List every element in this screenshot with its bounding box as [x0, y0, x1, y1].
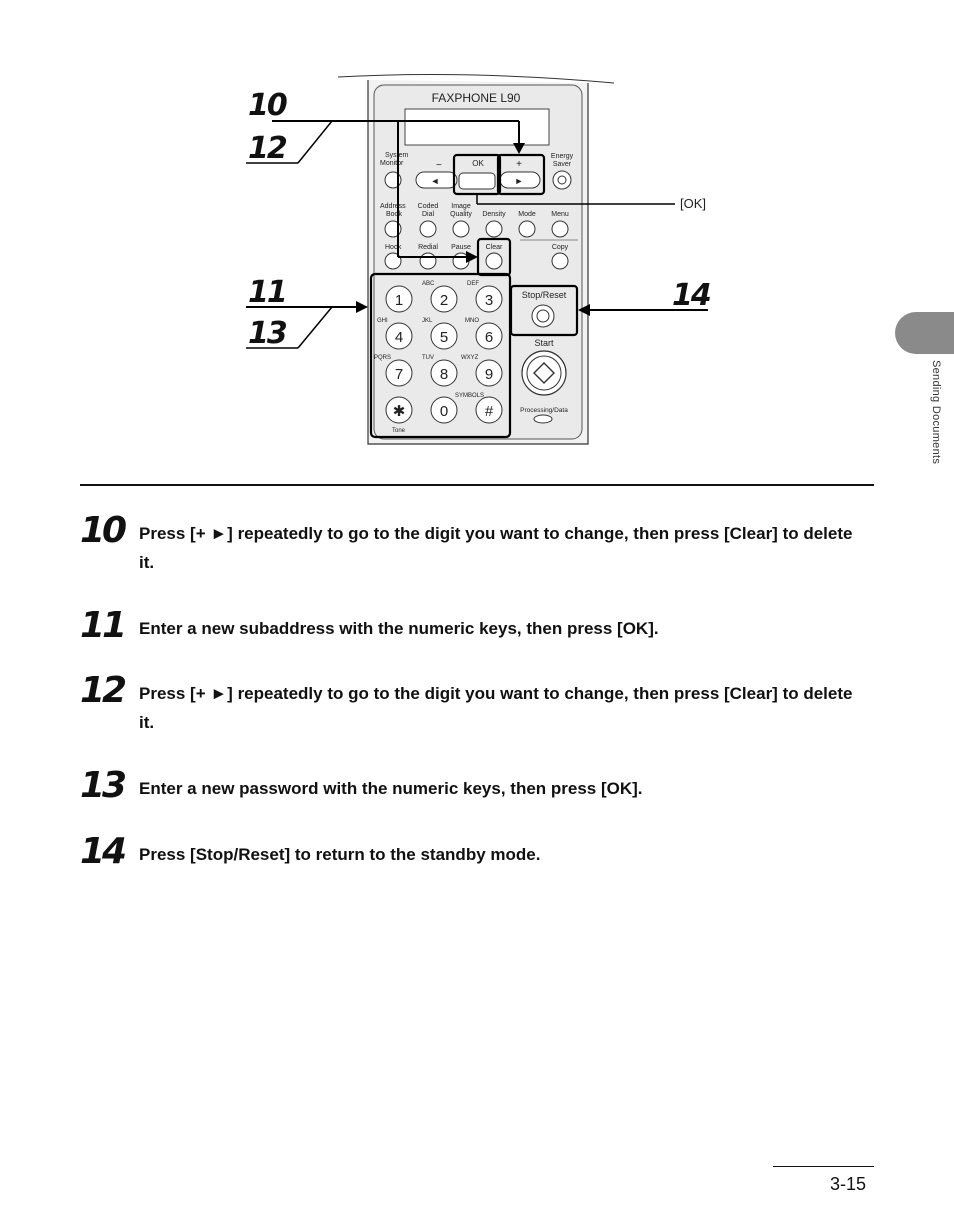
section-divider — [80, 484, 874, 486]
callout-12: 12 — [248, 131, 288, 166]
label-minus: − — [436, 160, 442, 171]
label-clear: Clear — [486, 244, 503, 251]
key-3: 3 — [485, 292, 493, 309]
step-number: 11 — [80, 605, 127, 646]
label-dial: Dial — [422, 211, 435, 218]
key-4: 4 — [395, 329, 403, 346]
step-number: 13 — [80, 765, 127, 806]
callout-13: 13 — [248, 316, 288, 351]
label-menu: Menu — [551, 211, 569, 218]
label-plus: + — [516, 159, 522, 170]
label-saver: Saver — [553, 161, 572, 168]
key-0: 0 — [440, 403, 448, 420]
chapter-tab — [895, 312, 954, 354]
key-2: 2 — [440, 292, 448, 309]
panel-model-label: FAXPHONE L90 — [432, 91, 521, 105]
key-9: 9 — [485, 366, 493, 383]
label-hook: Hook — [385, 244, 402, 251]
step-text: Press [+ ►] repeatedly to go to the digi… — [139, 524, 853, 572]
label-mode: Mode — [518, 211, 536, 218]
label-coded: Coded — [418, 203, 439, 210]
step-number: 12 — [80, 670, 127, 711]
key-star: ✱ — [393, 403, 406, 420]
label-image: Image — [451, 203, 471, 210]
callout-14: 14 — [672, 278, 712, 313]
key-8: 8 — [440, 366, 448, 383]
label-book: Book — [386, 211, 402, 218]
letters-ghi: GHI — [377, 318, 388, 324]
label-system: System — [385, 152, 409, 159]
svg-text:◄: ◄ — [431, 176, 440, 186]
key-7: 7 — [395, 366, 403, 383]
page-number: 3-15 — [830, 1174, 867, 1194]
label-stop-reset: Stop/Reset — [522, 290, 567, 300]
footer-rule — [773, 1166, 874, 1167]
step-text: Enter a new password with the numeric ke… — [139, 779, 643, 798]
label-quality: Quality — [450, 211, 472, 218]
letters-wxyz: WXYZ — [461, 355, 479, 361]
letters-tuv: TUV — [422, 355, 434, 361]
label-density: Density — [482, 211, 506, 218]
callout-10: 10 — [248, 88, 288, 123]
letters-mno: MNO — [465, 318, 479, 324]
ok-reference-label: [OK] — [680, 196, 707, 211]
label-energy: Energy — [551, 153, 574, 160]
step-text: Press [+ ►] repeatedly to go to the digi… — [139, 684, 853, 732]
key-1: 1 — [395, 292, 403, 309]
label-processing: Processing/Data — [520, 407, 568, 414]
key-hash: # — [485, 403, 494, 420]
letters-jkl: JKL — [422, 318, 433, 324]
label-address: Address — [380, 203, 406, 210]
step-text: Enter a new subaddress with the numeric … — [139, 619, 659, 638]
svg-text:►: ► — [515, 176, 524, 186]
label-monitor: Monitor — [380, 160, 404, 167]
label-copy: Copy — [552, 244, 569, 251]
letters-pqrs: PQRS — [374, 355, 391, 361]
key-5: 5 — [440, 329, 448, 346]
label-redial: Redial — [418, 244, 438, 251]
step-number: 10 — [80, 510, 127, 551]
control-panel-illustration: FAXPHONE L90 System Monitor − OK + Energ… — [246, 74, 708, 445]
label-ok: OK — [472, 159, 484, 168]
label-pause: Pause — [451, 244, 471, 251]
key-6: 6 — [485, 329, 493, 346]
letters-abc: ABC — [422, 281, 435, 287]
callout-11: 11 — [248, 275, 288, 310]
control-panel-figure: FAXPHONE L90 System Monitor − OK + Energ… — [0, 0, 954, 460]
chapter-tab-label: Sending Documents — [930, 360, 942, 465]
letters-symbols: SYMBOLS — [455, 393, 484, 399]
step-text: Press [Stop/Reset] to return to the stan… — [139, 845, 541, 864]
step-number: 14 — [80, 831, 127, 872]
letters-tone: Tone — [392, 428, 406, 434]
label-start: Start — [534, 338, 554, 348]
letters-def: DEF — [467, 281, 479, 287]
